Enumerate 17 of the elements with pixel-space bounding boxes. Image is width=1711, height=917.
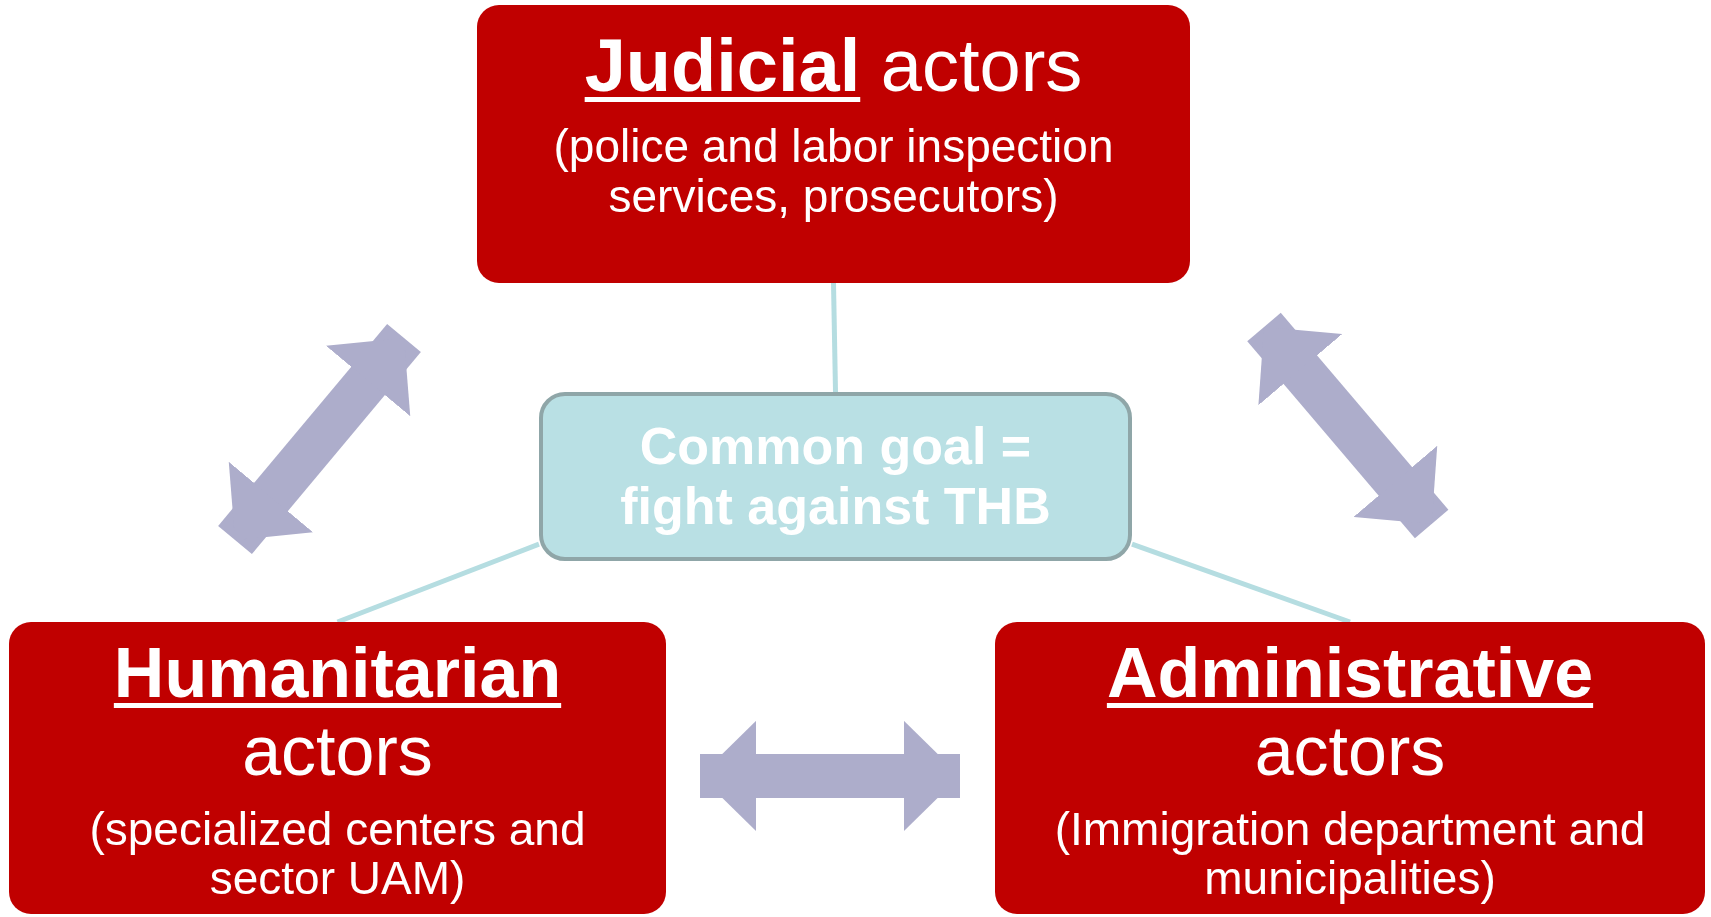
actor-description: (police and labor inspection services, prosecutors) [552,121,1115,222]
goal-box [539,392,1132,561]
connector-line [831,282,838,393]
actor-description: (Immigration department and municipalities) [1053,804,1647,905]
connector-line [336,541,540,625]
actor-box [995,622,1705,914]
connector-line [1131,541,1351,625]
goal-text: Common goal = fight against THB [619,416,1052,537]
double-arrow [700,720,960,831]
actor-heading: Administrative actors [1105,634,1595,791]
double-arrow [1247,312,1449,539]
actor-description: (specialized centers and sector UAM) [88,804,587,905]
actor-box [477,5,1190,283]
actor-heading: Judicial actors [584,25,1083,108]
actor-heading: Humanitarian actors [112,634,563,791]
actor-box [9,622,666,914]
double-arrow [218,323,421,555]
